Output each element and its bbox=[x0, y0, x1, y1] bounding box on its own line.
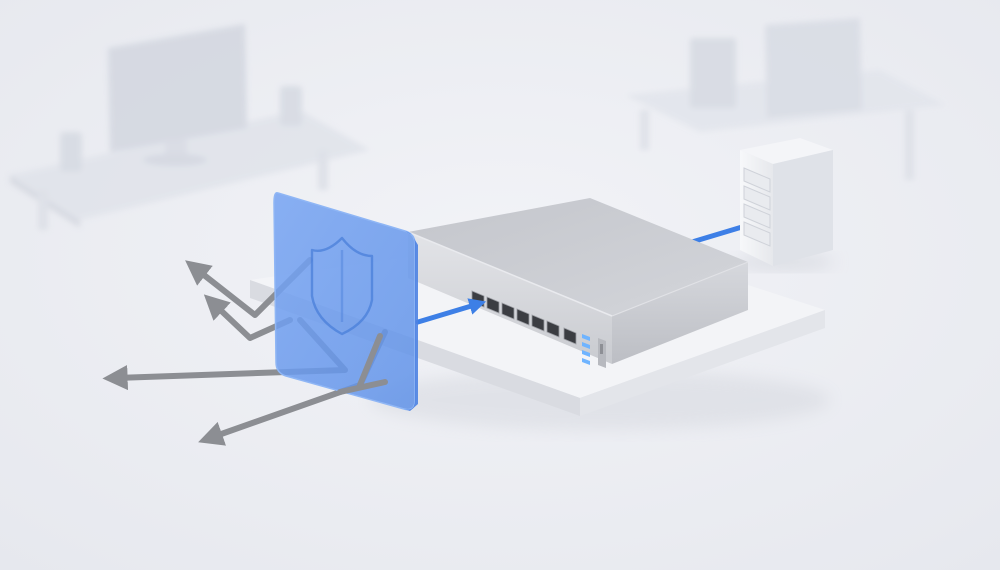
server bbox=[735, 138, 835, 270]
background-speaker-right bbox=[280, 86, 302, 126]
switch-side bbox=[612, 262, 748, 364]
rj45-port bbox=[486, 296, 500, 314]
rj45-port bbox=[563, 327, 577, 345]
server-drive-bays bbox=[743, 167, 771, 247]
background-speaker-left bbox=[60, 132, 82, 172]
background-workstation-left bbox=[10, 24, 370, 230]
rj45-port bbox=[546, 320, 560, 338]
allowed-traffic-arrow bbox=[415, 298, 487, 325]
status-led bbox=[582, 350, 590, 357]
status-led bbox=[582, 358, 590, 365]
switch-top bbox=[408, 198, 748, 316]
rj45-port bbox=[531, 314, 545, 332]
blocked-traffic-arrow-front bbox=[337, 333, 388, 395]
network-switch bbox=[407, 198, 749, 368]
background-monitor-right bbox=[765, 18, 862, 118]
firewall-panel bbox=[273, 191, 418, 411]
background-workstation-right bbox=[625, 18, 945, 180]
background-tower bbox=[690, 38, 736, 108]
switch-status-leds bbox=[582, 334, 590, 365]
rj45-port bbox=[501, 302, 515, 320]
switch-front-panel bbox=[408, 232, 612, 364]
status-led bbox=[582, 334, 590, 341]
status-led bbox=[582, 342, 590, 349]
shield-icon bbox=[310, 236, 374, 336]
rj45-port bbox=[516, 308, 530, 326]
background-monitor bbox=[108, 24, 247, 166]
